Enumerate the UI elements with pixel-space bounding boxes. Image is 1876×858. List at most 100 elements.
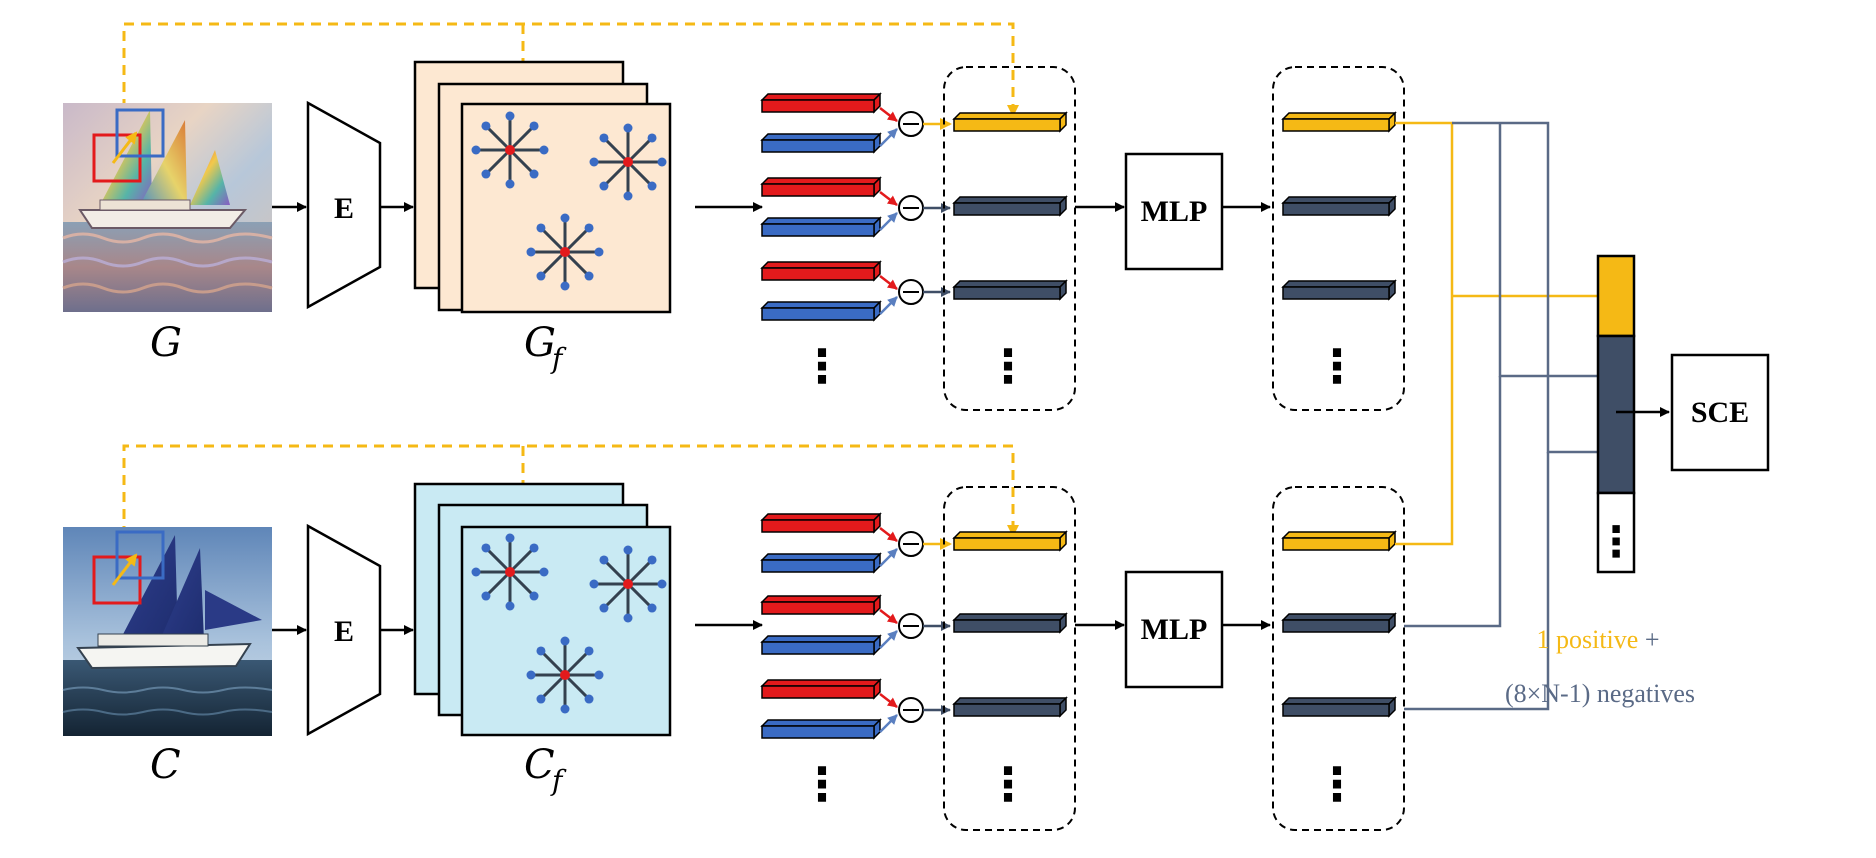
- logit-remaining-cells: [1596, 491, 1636, 574]
- top-projected-feature-3: [1281, 279, 1397, 301]
- star-neighbor-dot: [623, 191, 633, 201]
- star-neighbor-dot: [584, 223, 594, 233]
- red-feature-bar-top: [760, 513, 882, 521]
- bottom-feature-subscript: f: [550, 764, 567, 797]
- blue-to-diff-arrow: [879, 212, 898, 231]
- bottom-bar-pairs: [760, 512, 952, 740]
- top-mlp-label: MLP: [1141, 195, 1208, 228]
- top-image-label: G: [150, 320, 182, 366]
- star-spoke: [602, 136, 630, 164]
- top-neighborhood-star-3: [526, 213, 604, 291]
- star-neighbor-dot: [505, 601, 515, 611]
- blue-feature-bar-top: [760, 553, 882, 561]
- star-neighbor-dot: [647, 181, 657, 191]
- red-to-diff-arrow: [879, 693, 898, 708]
- star-center-dot: [623, 157, 633, 167]
- star-spoke: [563, 250, 591, 278]
- star-spoke: [508, 570, 536, 598]
- blue-feature-bar-top: [760, 635, 882, 643]
- vector-bar-top: [1281, 280, 1397, 288]
- star-neighbor-dot: [589, 579, 599, 589]
- vector-bar-top: [1281, 531, 1397, 539]
- star-spoke: [484, 124, 512, 152]
- star-neighbor-dot: [589, 157, 599, 167]
- star-neighbor-dot: [539, 567, 549, 577]
- vector-bar-top: [952, 112, 1068, 120]
- bottom-pair-1: [760, 512, 952, 574]
- star-neighbor-dot: [481, 169, 491, 179]
- red-feature-bar: [761, 685, 875, 699]
- bottom-projected-box: [1272, 486, 1405, 831]
- vector-bar: [1282, 619, 1390, 633]
- logit-ellipsis: ⋮: [1595, 517, 1637, 566]
- star-neighbor-dot: [536, 271, 546, 281]
- blue-feature-bar: [761, 641, 875, 655]
- bottom-projected-ellipsis: ⋮: [1314, 757, 1360, 811]
- star-neighbor-dot: [599, 133, 609, 143]
- red-feature-bar-top: [760, 261, 882, 269]
- bottom-encoder: E: [306, 523, 382, 737]
- star-neighbor-dot: [560, 281, 570, 291]
- red-feature-bar: [761, 183, 875, 197]
- blue-feature-bar: [761, 307, 875, 321]
- vector-bar: [1282, 703, 1390, 717]
- star-neighbor-dot: [584, 646, 594, 656]
- top-diff-feature-positive: [952, 111, 1068, 133]
- top-diff-feature-3: [952, 279, 1068, 301]
- bottom-projected-feature-2: [1281, 612, 1397, 634]
- blue-feature-bar: [761, 559, 875, 573]
- vector-bar-top: [1281, 112, 1397, 120]
- star-neighbor-dot: [584, 694, 594, 704]
- bottom-pair-2: [760, 594, 951, 656]
- vector-bar: [953, 619, 1061, 633]
- vector-bar: [1282, 537, 1390, 551]
- star-neighbor-dot: [594, 247, 604, 257]
- star-neighbor-dot: [647, 603, 657, 613]
- negative-connectors: [1404, 121, 1598, 711]
- star-spoke: [484, 546, 512, 574]
- star-center-dot: [505, 145, 515, 155]
- star-spoke: [539, 649, 567, 677]
- star-spoke: [484, 570, 512, 598]
- bottom-neighborhood-star-3: [526, 636, 604, 714]
- star-spoke: [563, 226, 591, 254]
- vector-bar: [953, 537, 1061, 551]
- red-to-diff-arrow: [879, 191, 898, 206]
- blue-feature-bar-top: [760, 217, 882, 225]
- star-neighbor-dot: [560, 704, 570, 714]
- bottom-blue-patch: [115, 530, 165, 580]
- star-spoke: [539, 673, 567, 701]
- top-blue-patch: [115, 108, 165, 158]
- star-neighbor-dot: [560, 213, 570, 223]
- vector-bar-top: [952, 697, 1068, 705]
- star-neighbor-dot: [536, 223, 546, 233]
- top-bars-ellipsis: ⋮: [799, 339, 845, 393]
- star-neighbor-dot: [526, 670, 536, 680]
- star-spoke: [508, 124, 536, 152]
- star-neighbor-dot: [481, 543, 491, 553]
- bottom-pair-3: [760, 678, 951, 740]
- star-neighbor-dot: [471, 145, 481, 155]
- blue-feature-bar-top: [760, 133, 882, 141]
- vector-bar: [1282, 118, 1390, 132]
- star-center-dot: [560, 247, 570, 257]
- vector-bar-top: [952, 613, 1068, 621]
- star-neighbor-dot: [657, 579, 667, 589]
- top-dashed-query-line: [122, 22, 1019, 126]
- star-neighbor-dot: [529, 121, 539, 131]
- star-neighbor-dot: [539, 145, 549, 155]
- sce-loss-box: SCE: [1670, 353, 1770, 472]
- top-neighborhood-star-2: [589, 123, 667, 201]
- star-center-dot: [505, 567, 515, 577]
- star-spoke: [602, 558, 630, 586]
- star-neighbor-dot: [599, 555, 609, 565]
- sce-label: SCE: [1691, 396, 1749, 429]
- star-spoke: [484, 148, 512, 176]
- negatives-text: (8×N-1) negatives: [1505, 679, 1695, 708]
- star-neighbor-dot: [536, 646, 546, 656]
- vector-bar-top: [1281, 613, 1397, 621]
- star-neighbor-dot: [599, 603, 609, 613]
- top-encoder: E: [306, 100, 382, 310]
- vector-bar-top: [952, 531, 1068, 539]
